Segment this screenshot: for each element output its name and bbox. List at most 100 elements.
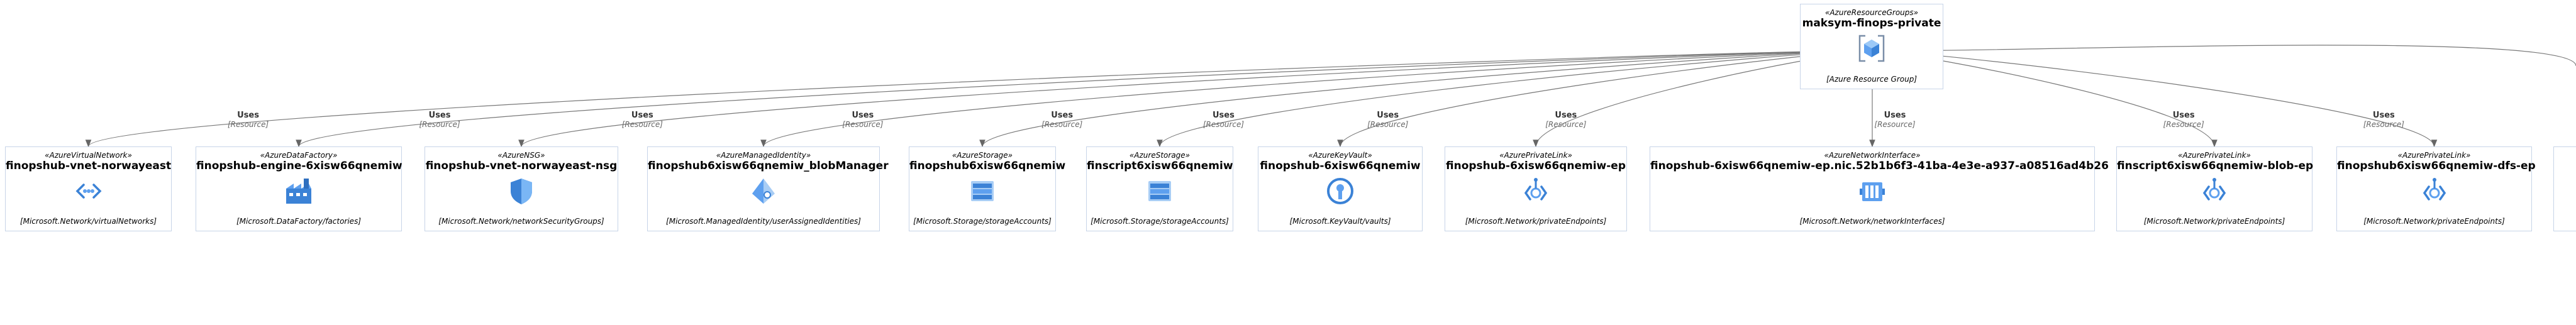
resource-node[interactable]: «AzureKeyVault»finopshub-6xisw66qnemiw [M… [1258,146,1423,231]
node-name: finopshub-6xisw66qnemiw-ep [1445,160,1626,172]
edge-label-resource: [Resource] [1545,120,1587,129]
edge-label-resource: [Resource] [621,120,663,129]
resource-node[interactable]: «AzureVirtualNetwork»finopshub-vnet-norw… [5,146,172,231]
edge-label-resource: [Resource] [2363,120,2404,129]
resource-group-icon [1857,33,1887,63]
node-name: fin [2554,151,2576,163]
edge-label-uses: Uses [852,111,874,120]
edge-label-resource: [Resource] [1367,120,1409,129]
node-type: [Microsoft.DataFactory/factories] [236,217,362,226]
private-link-icon [2199,176,2229,206]
edge-label-uses: Uses [1212,111,1235,120]
node-name: finscript6xisw66qnemiw-blob-ep [2117,160,2314,172]
node-name: finopshub-6xisw66qnemiw-ep.nic.52b1b6f3-… [1650,160,2109,172]
edge-label-resource: [Resource] [2163,120,2204,129]
resource-node[interactable]: «AzurePrivateLink»finscript6xisw66qnemiw… [2116,146,2314,231]
node-name: maksym-finops-private [1802,17,1941,30]
edge-label: Uses[Resource] [1851,111,1939,129]
nsg-shield-icon [506,176,536,206]
resource-node[interactable]: «AzurePrivateLink»finopshub-6xisw66qnemi… [1445,146,1627,231]
managed-identity-icon [748,176,779,206]
edge-label: Uses[Resource] [204,111,292,129]
resource-node[interactable]: «AzureManagedIdentity»finopshub6xisw66qn… [647,146,889,231]
node-type: [Microsoft.Network/networkSecurityGroups… [438,217,604,226]
edge-label-resource: [Resource] [1202,120,1245,129]
uses-edge [1871,45,2576,67]
node-name: finopshub-vnet-norwayeast [6,160,172,172]
node-name: finopshub6xisw66qnemiw-dfs-ep [2337,160,2536,172]
edge-label: Uses[Resource] [1344,111,1432,129]
node-type: [Microsoft.Network/privateEndpoints] [2143,217,2285,226]
edge-label-uses: Uses [1884,111,1906,120]
edge-label-resource: [Resource] [227,120,269,129]
resource-group-node[interactable]: «AzureResourceGroups» maksym-finops-priv… [1800,4,1943,89]
uses-edge [979,50,1872,148]
data-factory-icon [284,176,314,206]
edge-label-uses: Uses [2372,111,2395,120]
uses-edge [1337,50,1872,148]
node-stereotype: «AzurePrivateLink» [2397,151,2471,160]
resource-node[interactable]: «AzureNSG»finopshub-vnet-norwayeast-nsg [… [425,146,618,231]
resource-node[interactable]: fin [2553,146,2576,231]
node-name: finopshub-engine-6xisw66qnemiw [196,160,402,172]
uses-edge [1871,50,2438,148]
node-type: [Microsoft.Network/privateEndpoints] [1465,217,1607,226]
edge-label-resource: [Resource] [1874,120,1916,129]
resource-node[interactable]: «AzurePrivateLink»finopshub6xisw66qnemiw… [2336,146,2536,231]
edge-label-uses: Uses [631,111,653,120]
edge-label-resource: [Resource] [1041,120,1083,129]
edge-label-uses: Uses [237,111,259,120]
edge-label: Uses[Resource] [2140,111,2228,129]
node-name: finscript6xisw66qnemiw [1087,160,1233,172]
edge-label: Uses[Resource] [598,111,686,129]
uses-edge [760,50,1872,148]
edge-label: Uses[Resource] [1179,111,1267,129]
node-name: finopshub-6xisw66qnemiw [1260,160,1421,172]
virtual-network-icon [74,176,104,206]
resource-node[interactable]: «AzureStorage»finopshub6xisw66qnemiw[Mic… [909,146,1065,231]
resource-node[interactable]: «AzureNetworkInterface»finopshub-6xisw66… [1650,146,2109,231]
network-interface-icon [1857,176,1887,206]
edge-label-uses: Uses [1555,111,1577,120]
node-stereotype: «AzureKeyVault» [1308,151,1372,160]
edge-label: Uses[Resource] [819,111,907,129]
edge-label-uses: Uses [1051,111,1074,120]
resource-node[interactable]: «AzureDataFactory»finopshub-engine-6xisw… [196,146,402,231]
node-stereotype: «AzureVirtualNetwork» [45,151,132,160]
edge-label: Uses[Resource] [2340,111,2428,129]
node-stereotype: «AzureNSG» [497,151,545,160]
node-stereotype: «AzureNetworkInterface» [1824,151,1921,160]
edge-label: Uses[Resource] [1018,111,1106,129]
edge-label: Uses[Resource] [1522,111,1610,129]
edge-label-resource: [Resource] [419,120,460,129]
edge-label-resource: [Resource] [842,120,884,129]
storage-icon [1145,176,1175,206]
node-type: [Microsoft.Network/virtualNetworks] [19,217,157,226]
resource-node[interactable]: «AzureStorage»finscript6xisw66qnemiw [Mic… [1086,146,1233,231]
node-type: [Microsoft.Network/networkInterfaces] [1799,217,1945,226]
edge-label-uses: Uses [428,111,451,120]
node-stereotype: «AzureManagedIdentity» [716,151,811,160]
uses-edge [1157,50,1872,148]
node-type: [Microsoft.Network/privateEndpoints] [2363,217,2505,226]
uses-edge [296,50,1872,148]
private-link-icon [1521,176,1551,206]
node-type: [Microsoft.Storage/storageAccounts] [1091,217,1229,226]
node-type: [Azure Resource Group] [1826,75,1918,84]
edge-label-uses: Uses [2172,111,2195,120]
uses-edge [86,50,1872,148]
edge-label: Uses[Resource] [396,111,484,129]
node-stereotype: «AzurePrivateLink» [2178,151,2251,160]
private-link-icon [2419,176,2450,206]
node-type: [Microsoft.Storage/storageAccounts] [913,217,1052,226]
node-stereotype: «AzureStorage» [1129,151,1191,160]
node-type: [Microsoft.ManagedIdentity/userAssignedI… [666,217,861,226]
node-stereotype: «AzureResourceGroups» [1824,8,1919,17]
node-name: finopshub6xisw66qnemiw_blobManager [648,160,889,172]
node-stereotype: «AzurePrivateLink» [1499,151,1572,160]
node-name: finopshub-vnet-norwayeast-nsg [425,160,618,172]
node-stereotype: «AzureStorage» [952,151,1013,160]
storage-icon [967,176,997,206]
node-stereotype: «AzureDataFactory» [260,151,338,160]
node-type: [Microsoft.KeyVault/vaults] [1289,217,1391,226]
